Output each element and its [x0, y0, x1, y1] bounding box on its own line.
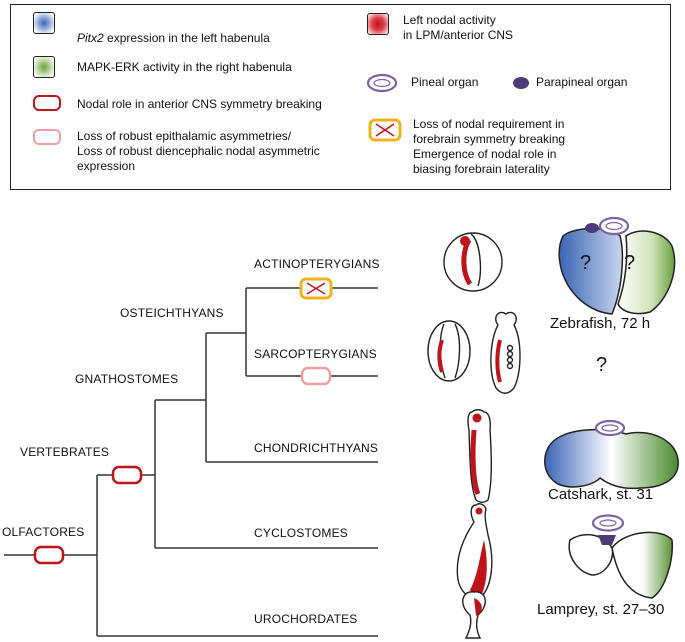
- zebrafish-pineal-organ: [598, 216, 630, 236]
- loss-robust-marker-sarcopterygians: [300, 366, 332, 386]
- clade-vertebrates: VERTEBRATES: [20, 445, 110, 459]
- zebrafish-right-habenula: [617, 230, 676, 315]
- zebrafish-left-question-mark: ?: [580, 252, 592, 274]
- mapk-swatch: [33, 56, 55, 78]
- clade-gnathostomes: GNATHOSTOMES: [75, 372, 179, 386]
- sarcopterygian-embryo-right-icon: [490, 311, 521, 394]
- pitx2-legend-text: Pitx2 expression in the left habenula: [77, 16, 270, 46]
- lamprey-right-habenula: [611, 531, 674, 599]
- left-nodal-swatch: [367, 13, 389, 35]
- urochordate-larva-icon: [462, 591, 486, 639]
- catshark-habenulae: [544, 428, 679, 490]
- zebrafish-right-question-mark: ?: [624, 252, 636, 274]
- species-catshark: Catshark, st. 31: [548, 486, 654, 503]
- zebrafish-embryo-icon: [443, 232, 503, 292]
- pineal-legend-text: Pineal organ: [411, 75, 479, 89]
- pitx2-swatch: [33, 12, 55, 34]
- nodal-role-marker-olfactores: [33, 545, 65, 565]
- pitx2-gene-name: Pitx2: [77, 31, 104, 45]
- species-zebrafish: Zebrafish, 72 h: [550, 315, 651, 332]
- pineal-swatch: [366, 73, 398, 93]
- nodal-role-marker-vertebrates: [111, 465, 143, 485]
- loss-robust-swatch: [33, 129, 61, 145]
- loss-robust-legend-text: Loss of robust epithalamic asymmetries/ …: [77, 129, 320, 173]
- lamprey-habenula-diagram: [568, 514, 674, 599]
- clade-urochordates: UROCHORDATES: [254, 612, 358, 626]
- species-lamprey: Lamprey, st. 27–30: [537, 601, 665, 618]
- sarcopterygian-embryo-left-icon: [427, 320, 471, 382]
- pitx2-legend-rest: expression in the left habenula: [103, 31, 270, 45]
- catshark-habenula-diagram: [544, 419, 679, 490]
- catshark-embryo-icon: [467, 409, 493, 503]
- catshark-pineal-organ: [594, 419, 626, 437]
- clade-chondrichthyans: CHONDRICHTHYANS: [254, 441, 379, 455]
- clade-olfactores: OLFACTORES: [2, 525, 85, 539]
- loss-nodal-req-swatch: [368, 118, 402, 142]
- left-nodal-legend-text: Left nodal activity in LPM/anterior CNS: [403, 13, 514, 42]
- loss-nodal-req-marker-actinopterygians: [299, 277, 333, 300]
- lamprey-embryo-icon: [456, 503, 493, 599]
- zebrafish-parapineal-organ: [585, 223, 599, 233]
- mapk-legend-text: MAPK-ERK activity in the right habenula: [77, 60, 292, 74]
- lamprey-parapineal-organ: [598, 535, 616, 545]
- clade-actinopterygians: ACTINOPTERYGIANS: [254, 257, 380, 271]
- parapineal-swatch: [513, 77, 529, 89]
- parapineal-legend-text: Parapineal organ: [536, 75, 628, 89]
- clade-osteichthyans: OSTEICHTHYANS: [120, 306, 224, 320]
- nodal-role-swatch: [33, 95, 61, 111]
- lamprey-left-habenula: [568, 533, 614, 576]
- lamprey-pineal-organ: [591, 514, 625, 532]
- nodal-role-legend-text: Nodal role in anterior CNS symmetry brea…: [77, 97, 322, 111]
- clade-sarcopterygians: SARCOPTERYGIANS: [254, 347, 377, 361]
- legend-box: Pitx2 expression in the left habenula MA…: [10, 4, 671, 190]
- sarcopterygian-question-mark: ?: [596, 354, 608, 376]
- zebrafish-habenula-diagram: [558, 216, 676, 315]
- loss-nodal-req-legend-text: Loss of nodal requirement in forebrain s…: [413, 117, 566, 176]
- clade-cyclostomes: CYCLOSTOMES: [254, 526, 348, 540]
